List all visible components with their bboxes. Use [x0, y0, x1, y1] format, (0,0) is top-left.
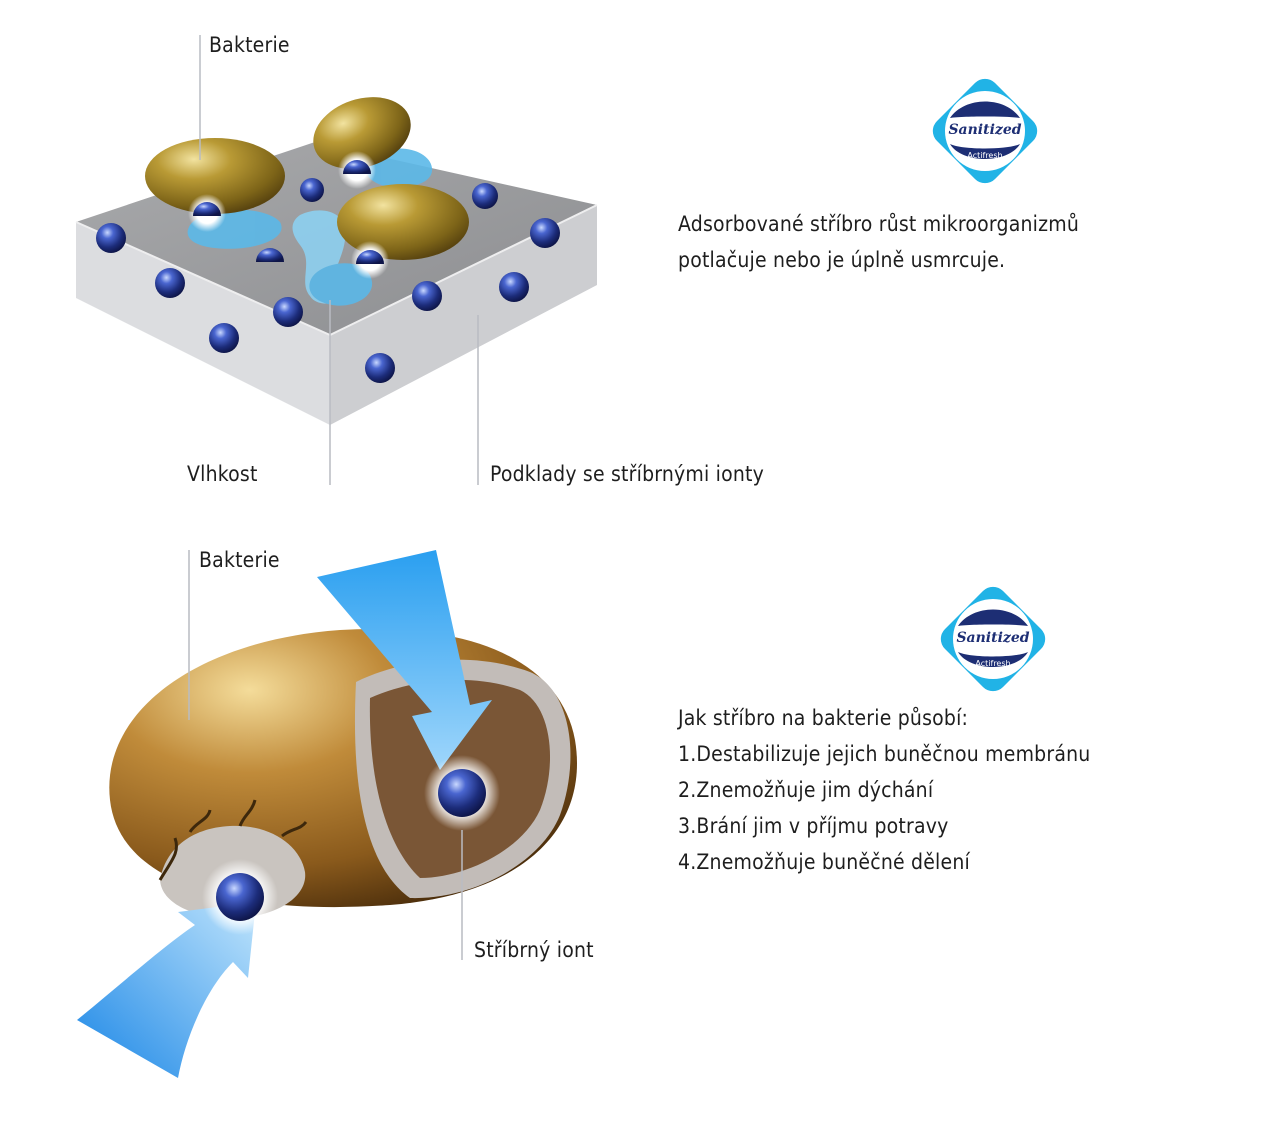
description-2-line: 1.Destabilizuje jejich buněčnou membránu: [678, 742, 1091, 766]
silver-ions: [96, 178, 560, 383]
leader-lines-1: [199, 35, 479, 485]
svg-text:Sanitized: Sanitized: [956, 630, 1029, 646]
description-2-line: Jak stříbro na bakterie působí:: [678, 706, 969, 730]
description-1-line: Adsorbované stříbro růst mikroorganizmů: [678, 212, 1080, 236]
description-1: Adsorbované stříbro růst mikroorganizmů …: [678, 206, 1079, 278]
description-2-line: 3.Brání jim v příjmu potravy: [678, 814, 949, 838]
svg-text:Sanitized: Sanitized: [948, 122, 1021, 138]
svg-text:Actifresh: Actifresh: [967, 151, 1002, 160]
sanitized-logo-2: Sanitized Actifresh: [928, 574, 1058, 704]
big-bacterium: [109, 628, 578, 919]
sanitized-badge-icon: Sanitized Actifresh: [932, 78, 1038, 184]
description-2-line: 2.Znemožňuje jim dýchání: [678, 778, 934, 802]
bacteria-group-1: [145, 97, 469, 260]
leader-lines-2: [188, 550, 463, 960]
label-moisture: Vlhkost: [187, 462, 258, 486]
bacterium-ions: [202, 755, 500, 935]
label-bacteria-bottom: Bakterie: [199, 548, 280, 572]
description-1-line: potlačuje nebo je úplně usmrcuje.: [678, 248, 1006, 272]
label-bacteria-top: Bakterie: [209, 33, 290, 57]
ion-arrows: [77, 550, 492, 1078]
label-silver-ion: Stříbrný iont: [474, 938, 594, 962]
svg-text:Actifresh: Actifresh: [975, 659, 1010, 668]
attacking-ions: [188, 151, 389, 279]
description-2: Jak stříbro na bakterie působí: 1.Destab…: [678, 700, 1090, 880]
label-substrate: Podklady se stříbrnými ionty: [490, 462, 765, 486]
description-2-line: 4.Znemožňuje buněčné dělení: [678, 850, 970, 874]
sanitized-logo-1: Sanitized Actifresh: [920, 66, 1050, 196]
sanitized-badge-icon: Sanitized Actifresh: [940, 586, 1046, 692]
